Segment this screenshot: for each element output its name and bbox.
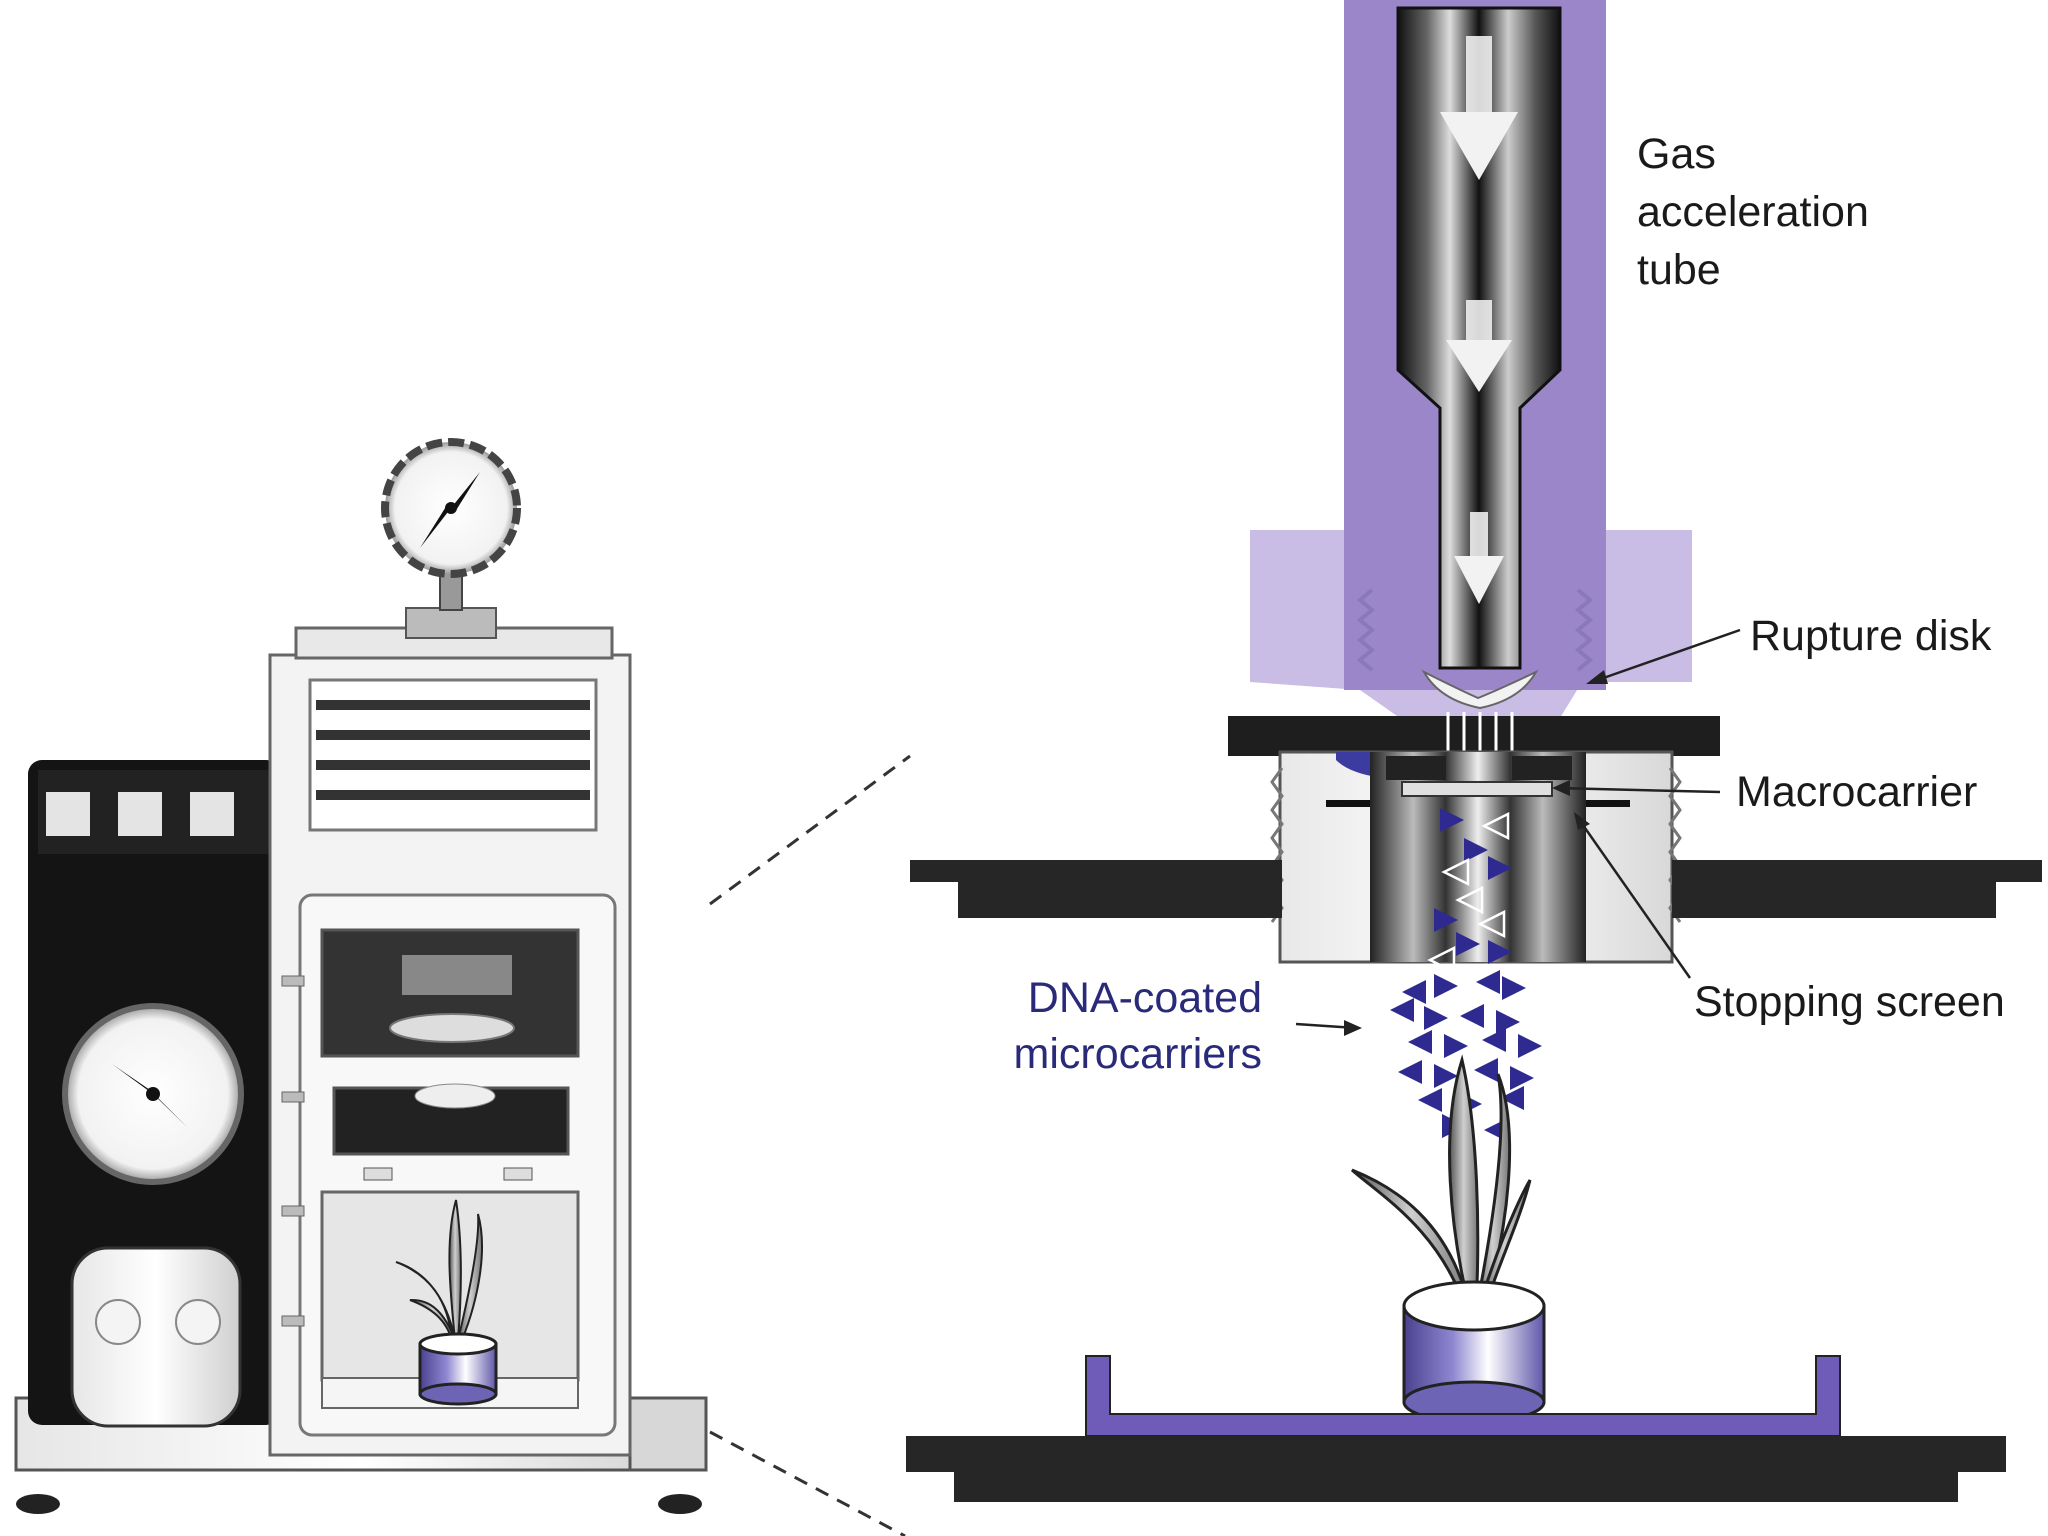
microcarrier-particle — [1518, 1034, 1542, 1058]
label-gas-tube-line-1: Gas — [1637, 130, 1716, 178]
microcarrier-particle — [1455, 885, 1484, 915]
stage-plate-right — [1672, 860, 2042, 882]
apparatus-foot-right — [658, 1494, 702, 1514]
door-hinge-3 — [281, 1205, 305, 1217]
cross-section: Gas acceleration tube Rupture disk Macro… — [906, 0, 2042, 1502]
microcarrier-particle — [1496, 1010, 1520, 1034]
top-pressure-gauge-icon — [381, 438, 521, 639]
flow-arrow-2-icon — [1446, 300, 1512, 392]
microcarrier-particle — [1398, 1060, 1422, 1084]
stage-plate-left — [910, 860, 1282, 882]
control-pressure-gauge-icon — [62, 1003, 244, 1185]
target-pot-icon — [1402, 1280, 1546, 1424]
stopping-screen-left — [1326, 800, 1370, 807]
microcarrier-particle — [1402, 980, 1426, 1004]
threads-right — [1574, 588, 1594, 672]
microcarrier-particle — [1434, 974, 1458, 998]
label-gas-tube-line-3: tube — [1637, 246, 1721, 294]
microcarrier-particle — [1444, 1034, 1468, 1058]
chamber-plant-icon — [395, 1199, 483, 1341]
microcarrier-particle — [1474, 1058, 1498, 1082]
microcarrier-particle — [1440, 808, 1464, 832]
rupture-disk-pointer — [1591, 628, 1741, 684]
microcarrier-particle — [1464, 838, 1488, 862]
chamber-pot-icon — [418, 1332, 498, 1406]
control-knob-left — [95, 1299, 141, 1345]
microcarrier-particle — [1434, 1064, 1458, 1088]
bottom-plate — [906, 1436, 2006, 1472]
zoom-line-bottom — [709, 1430, 906, 1536]
microcarrier-particle — [1456, 932, 1480, 956]
microcarrier-particle — [1488, 940, 1512, 964]
microcarrier-particle — [1476, 970, 1500, 994]
zoom-line-top — [709, 754, 911, 906]
apparatus-foot-left — [16, 1494, 60, 1514]
label-dna-line-2: microcarriers — [1014, 1030, 1262, 1078]
stopping-screen-right — [1586, 800, 1630, 807]
microcarrier-particle — [1510, 1066, 1534, 1090]
macrocarrier-pointer — [1555, 786, 1721, 794]
control-knob-right — [175, 1299, 221, 1345]
microcarrier-particle — [1390, 998, 1414, 1022]
door-hinge-4 — [281, 1315, 305, 1327]
microcarrier-particle — [1408, 1030, 1432, 1054]
microcarrier-particle — [1424, 1006, 1448, 1030]
microcarrier-particle — [1427, 945, 1456, 975]
target-plant-icon — [1351, 1054, 1532, 1312]
microcarrier-particle — [1482, 1028, 1506, 1052]
microcarrier-particle — [1460, 1004, 1484, 1028]
microcarrier-particle — [1477, 909, 1506, 939]
control-button-1 — [46, 792, 90, 836]
microcarrier-particle — [1481, 811, 1510, 841]
label-dna-line-1: DNA-coated — [1028, 974, 1262, 1022]
label-macrocarrier: Macrocarrier — [1736, 768, 1977, 816]
label-stopping-screen: Stopping screen — [1694, 978, 2005, 1026]
microcarrier-particle — [1441, 857, 1470, 887]
microcarrier-particle — [1502, 976, 1526, 1000]
top-plate — [1228, 716, 1720, 756]
control-button-3 — [190, 792, 234, 836]
flow-arrow-3-icon — [1454, 512, 1504, 604]
control-knob-plate — [70, 1246, 242, 1428]
threads-left — [1356, 588, 1376, 672]
microcarrier-particle — [1488, 856, 1512, 880]
control-button-2 — [118, 792, 162, 836]
rupture-disk — [1421, 669, 1539, 710]
microcarrier-particle — [1434, 908, 1458, 932]
macrocarrier — [1401, 781, 1553, 797]
door-hinge-1 — [281, 975, 305, 987]
flow-arrow-1-icon — [1440, 36, 1518, 180]
label-gas-tube-line-2: acceleration — [1637, 188, 1869, 236]
microcarrier-particle — [1418, 1088, 1442, 1112]
label-rupture-disk: Rupture disk — [1750, 612, 1992, 660]
door-hinge-2 — [281, 1091, 305, 1103]
apparatus — [14, 438, 708, 1514]
stopping-screen-pointer — [1576, 817, 1692, 979]
microcarrier-particle — [1500, 1086, 1524, 1110]
